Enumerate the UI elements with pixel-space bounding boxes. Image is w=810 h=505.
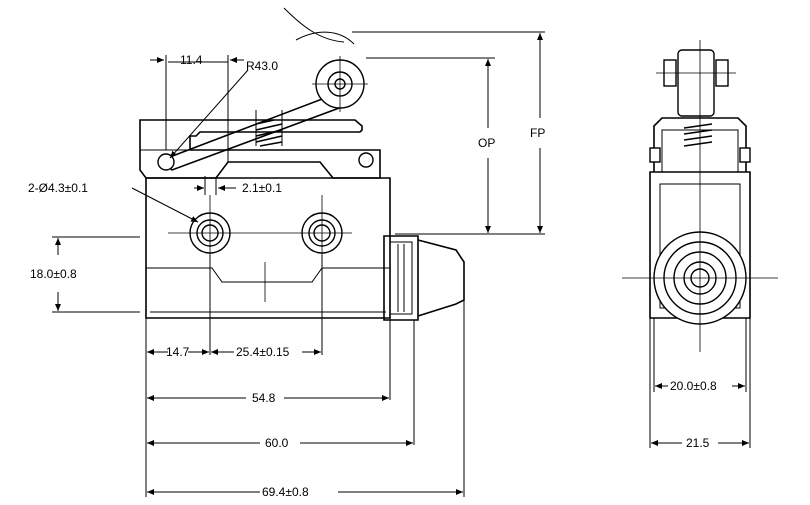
cable-gland bbox=[383, 235, 465, 321]
cover-screw bbox=[358, 152, 374, 168]
lever-roller bbox=[312, 56, 368, 112]
dim-fp-label: FP bbox=[530, 126, 545, 140]
dim-60-label: 60.0 bbox=[265, 436, 289, 450]
actuator-spring bbox=[255, 110, 283, 147]
dim-2-1-label: 2.1±0.1 bbox=[242, 181, 282, 195]
side-spring bbox=[683, 123, 713, 147]
dim-11-4-label: 11.4 bbox=[180, 53, 203, 67]
dim-r43-label: R43.0 bbox=[246, 59, 278, 73]
dim-18-label: 18.0±0.8 bbox=[30, 267, 77, 281]
lever-radius-arc bbox=[283, 7, 345, 43]
dim-69-4-label: 69.4±0.8 bbox=[262, 485, 309, 499]
dim-hole-label: 2-Ø4.3±0.1 bbox=[28, 181, 88, 195]
dim-20-label: 20.0±0.8 bbox=[670, 379, 717, 393]
dim-25-4-label: 25.4±0.15 bbox=[236, 345, 290, 359]
dim-54-8-label: 54.8 bbox=[252, 391, 276, 405]
front-view: 11.4 R43.0 2-Ø4.3±0.1 2.1±0.1 18.0±0.8 1… bbox=[28, 7, 545, 499]
dim-21-5-label: 21.5 bbox=[686, 436, 710, 450]
switch-cover bbox=[139, 119, 381, 179]
dim-14-7-label: 14.7 bbox=[166, 345, 190, 359]
side-view: 20.0±0.8 21.5 bbox=[622, 40, 778, 450]
side-roller bbox=[656, 49, 736, 117]
dim-op-label: OP bbox=[478, 136, 495, 150]
dimension-lines bbox=[55, 33, 543, 495]
